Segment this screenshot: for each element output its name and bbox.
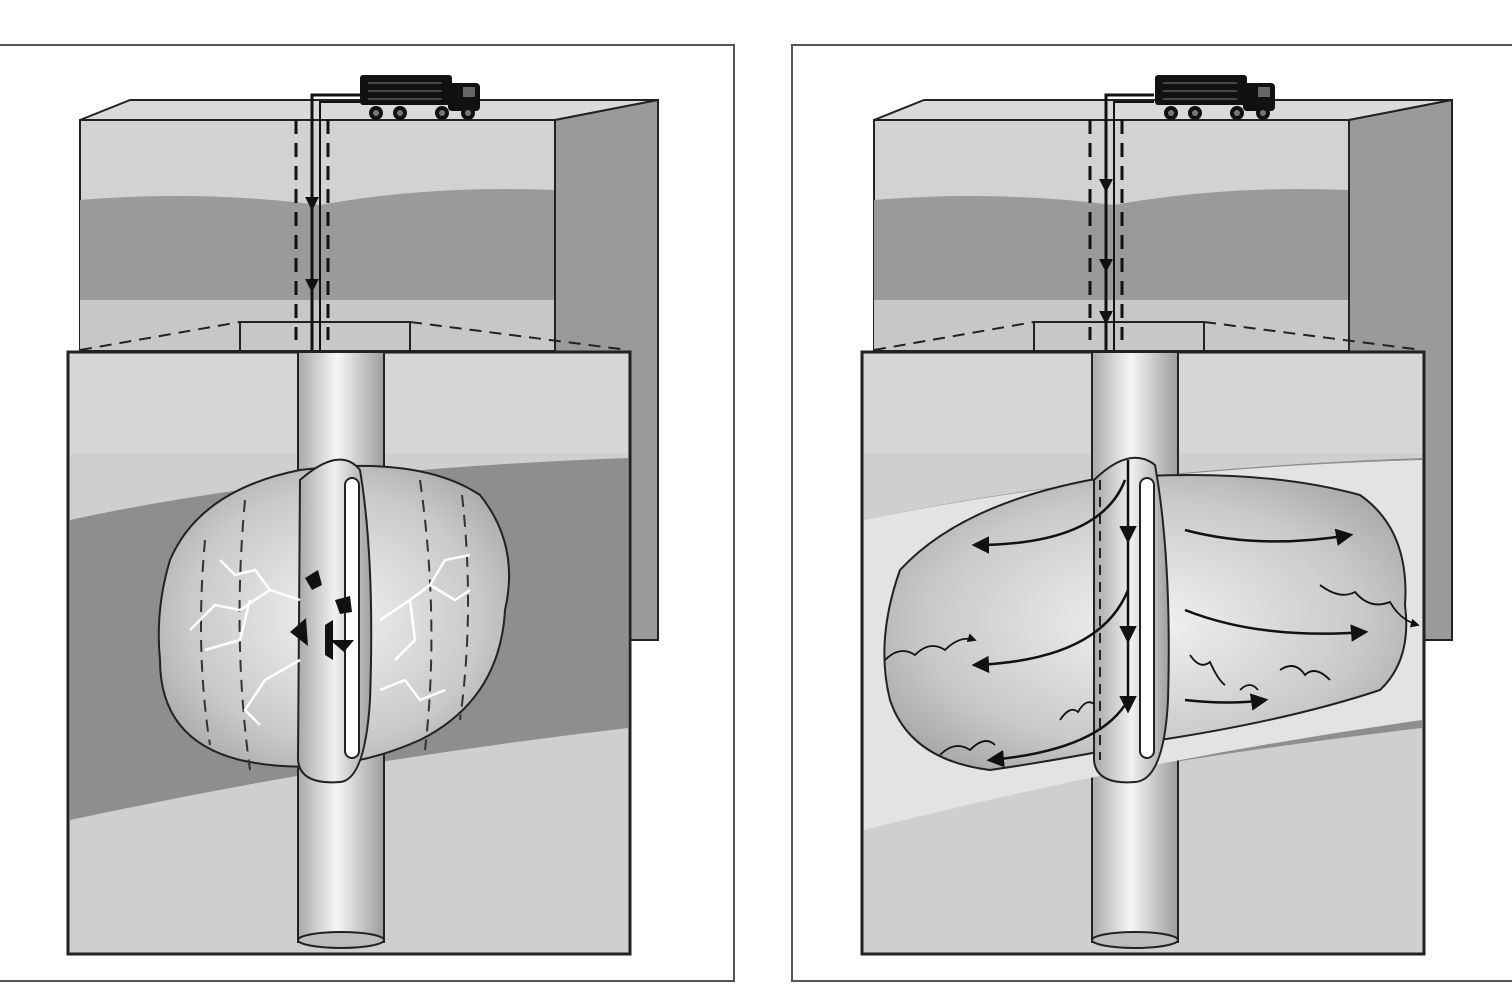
flow-arrows xyxy=(971,479,1369,768)
perforation-arrows xyxy=(290,570,354,660)
wavy-cracks xyxy=(884,584,1420,756)
cavity-lobe xyxy=(296,458,373,784)
fracture-planes xyxy=(200,479,470,771)
right-panel xyxy=(791,44,1512,982)
micro-fractures xyxy=(189,553,471,726)
left-panel xyxy=(0,44,735,982)
cavity-lobe xyxy=(1093,456,1170,784)
